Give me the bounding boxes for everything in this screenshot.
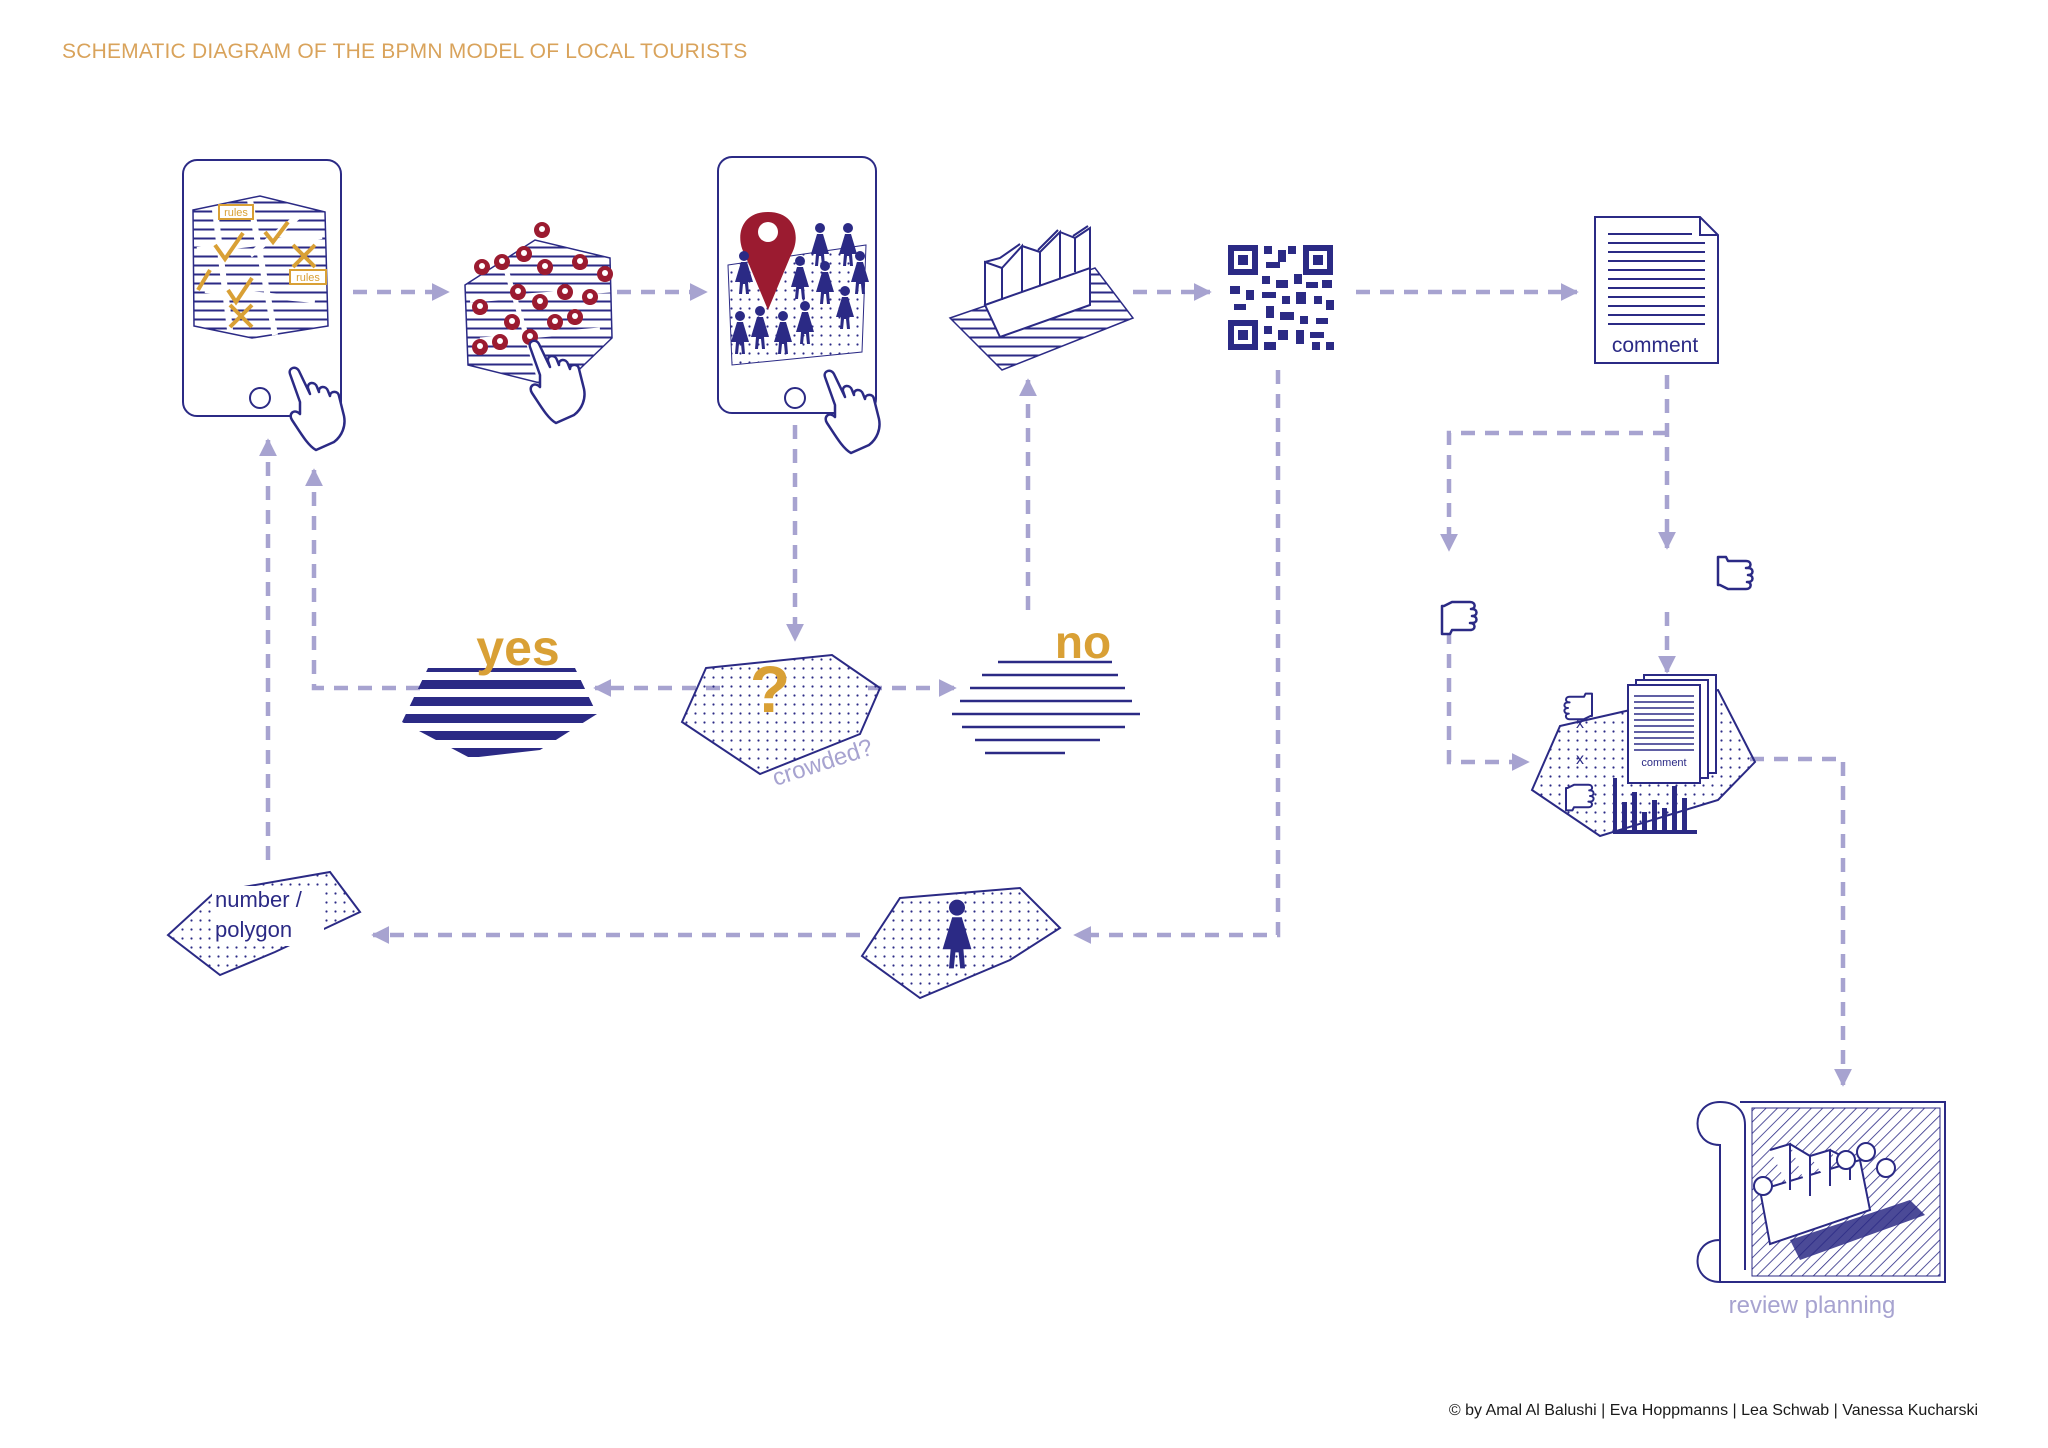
review-planning-icon — [1696, 1101, 1946, 1284]
touch-hand-icon — [288, 366, 346, 452]
no-label: no — [1055, 616, 1111, 668]
crowded-decision: ? crowded? — [680, 652, 882, 792]
credit-line: © by Amal Al Balushi | Eva Hoppmanns | L… — [1448, 1402, 1978, 1419]
person-shape — [860, 886, 1062, 1000]
bar-chart-icon — [1613, 778, 1697, 834]
results-icon: comment x x — [1530, 674, 1757, 838]
yes-shape: yes — [402, 620, 597, 758]
number-polygon-shape: number / polygon — [166, 870, 362, 977]
arrow-results-to-review — [1750, 756, 1852, 1087]
page-title: SCHEMATIC DIAGRAM OF THE BPMN MODEL OF L… — [62, 40, 748, 63]
flow-arrows — [259, 283, 1852, 1087]
rules-label-2: rules — [296, 272, 320, 284]
arrow-split-left — [1440, 430, 1667, 552]
comment-small-label: comment — [1641, 757, 1686, 769]
review-planning-label: review planning — [1729, 1292, 1896, 1319]
question-mark: ? — [750, 652, 790, 726]
touch-hand-icon-3 — [823, 369, 881, 455]
arrow-thumbsdown-to-results — [1446, 630, 1530, 771]
yes-label: yes — [476, 620, 559, 676]
x-label-1: x — [1576, 715, 1584, 732]
phone-location-icon — [717, 156, 877, 414]
comment-label: comment — [1612, 334, 1699, 357]
x-label-2: x — [1576, 751, 1584, 768]
map-pins-icon — [464, 222, 613, 389]
rules-label-1: rules — [224, 207, 248, 219]
building-icon — [948, 225, 1135, 371]
thumbs-down-icon — [1440, 600, 1478, 636]
comment-document-icon: comment — [1594, 216, 1719, 364]
thumbs-up-icon — [1716, 555, 1754, 591]
number-label: number / — [215, 887, 303, 912]
no-shape: no — [952, 616, 1140, 755]
qr-code-icon — [1228, 245, 1334, 350]
arrow-qr-to-person — [1073, 370, 1281, 944]
phone-map-icon: rules rules — [182, 159, 342, 417]
polygon-label: polygon — [215, 917, 292, 942]
arrow-yes-to-phone — [305, 468, 420, 691]
